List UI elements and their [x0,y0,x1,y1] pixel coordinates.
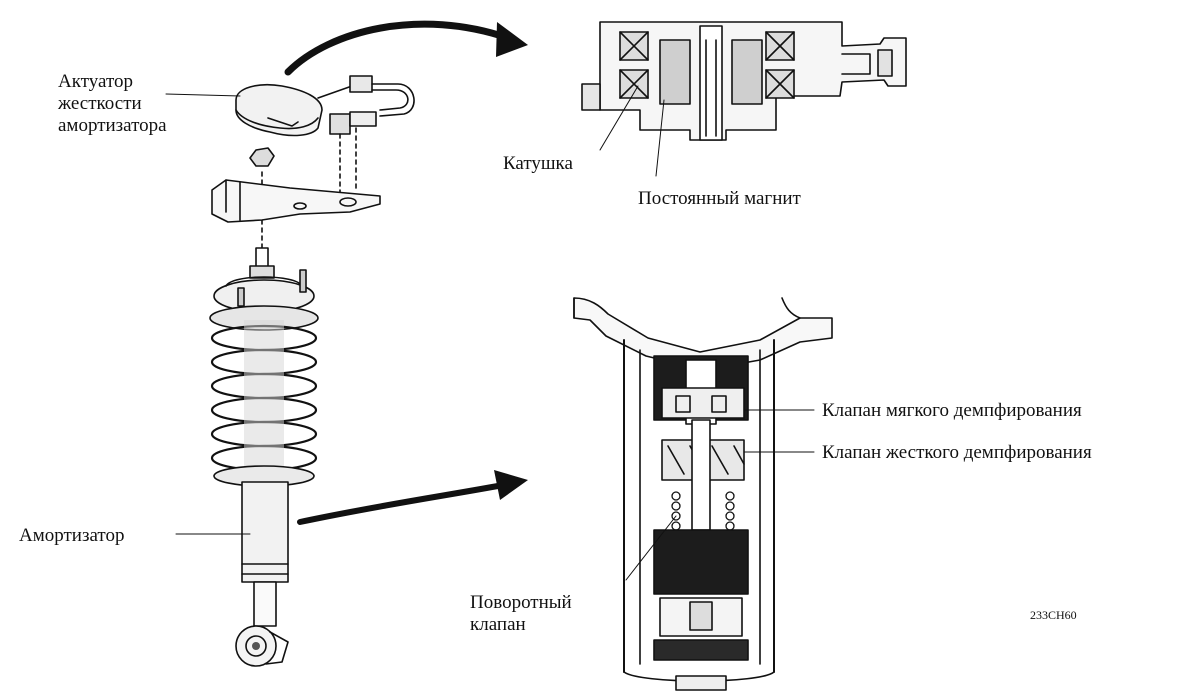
label-coil: Катушка [503,153,573,174]
label-actuator-line1: Актуатор [58,71,133,92]
label-actuator-line2: жесткости [58,93,142,114]
shock-cutaway [573,297,833,691]
strut-assembly [209,247,319,667]
label-rotary-valve-line2: клапан [470,614,526,635]
arrow-top [284,20,528,76]
figure-code: 233CH60 [1030,608,1077,622]
label-rotary-valve-line1: Поворотный [470,592,572,613]
label-soft-damping-valve: Клапан мягкого демпфирования [822,400,1082,421]
actuator-assembly [211,75,415,263]
label-permanent-magnet: Постоянный магнит [638,188,801,209]
label-rotary-valve: Поворотный клапан [470,592,572,636]
label-actuator: Актуатор жесткости амортизатора [58,71,167,137]
left-leader-lines [165,93,251,535]
label-actuator-line3: амортизатора [58,115,167,136]
label-shock-absorber: Амортизатор [19,525,125,546]
arrow-bottom [297,470,528,525]
actuator-cutaway [581,21,907,177]
label-hard-damping-valve: Клапан жесткого демпфирования [822,442,1092,463]
